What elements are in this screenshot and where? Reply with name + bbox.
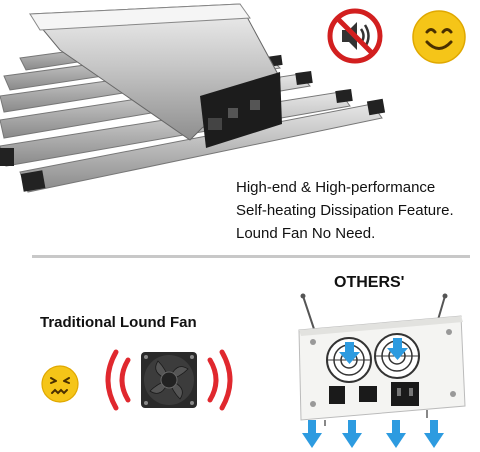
driver-box bbox=[28, 3, 282, 148]
smiley-face-icon bbox=[412, 10, 466, 64]
section-divider bbox=[32, 255, 470, 258]
others-label: OTHERS' bbox=[334, 274, 405, 291]
feature-description: High-end & High-performance Self-heating… bbox=[236, 176, 472, 245]
down-arrow-icon bbox=[387, 338, 408, 360]
down-arrow-icon bbox=[424, 420, 444, 448]
cooling-fan-icon bbox=[141, 352, 197, 408]
frowning-face-icon bbox=[41, 365, 79, 403]
led-grow-light-bars-image bbox=[0, 3, 386, 193]
competitor-light-panel-image bbox=[298, 293, 466, 426]
airflow-arrows bbox=[302, 420, 444, 448]
feature-line-1: High-end & High-performance bbox=[236, 179, 436, 196]
traditional-fan-label: Traditional Lound Fan bbox=[40, 314, 197, 331]
sound-wave-icon bbox=[207, 349, 233, 411]
muted-speaker-icon bbox=[327, 8, 383, 64]
down-arrow-icon bbox=[339, 342, 360, 364]
down-arrow-icon bbox=[302, 420, 322, 448]
down-arrow-icon bbox=[342, 420, 362, 448]
sound-wave-icon bbox=[105, 349, 131, 411]
feature-line-2: Self-heating Dissipation Feature. bbox=[236, 202, 454, 219]
feature-line-3: Lound Fan No Need. bbox=[236, 225, 376, 242]
down-arrow-icon bbox=[386, 420, 406, 448]
